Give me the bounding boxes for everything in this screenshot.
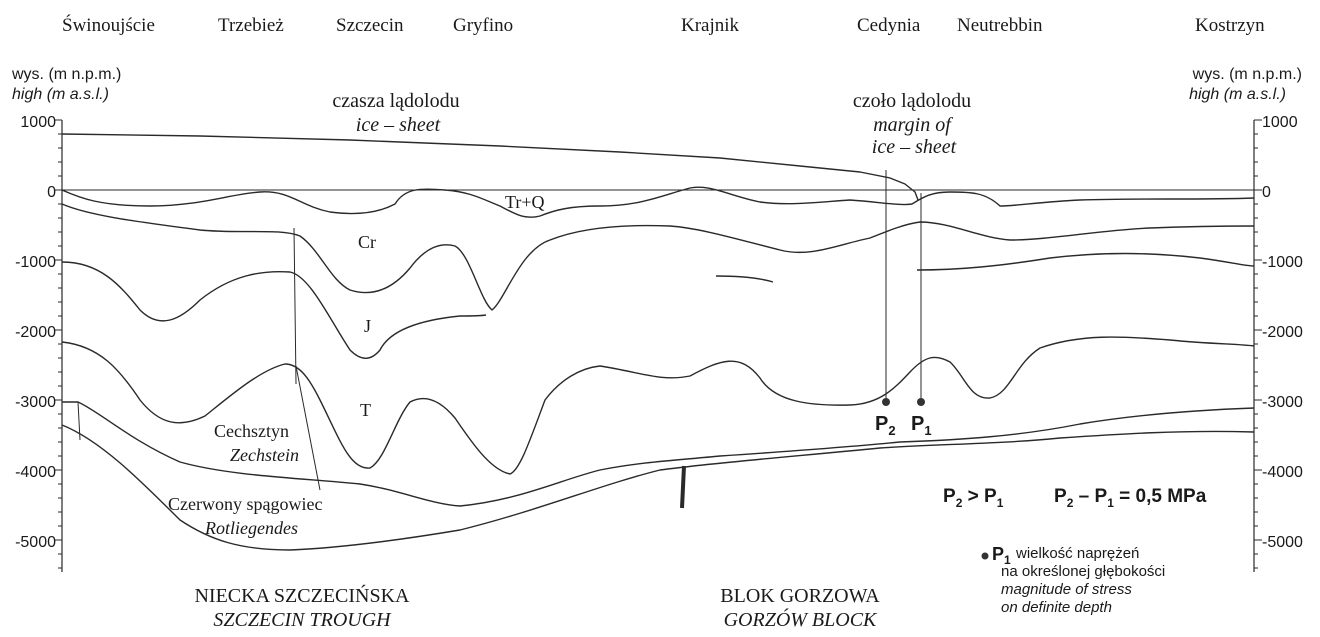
- tick-label-right-m2000: -2000: [1262, 324, 1303, 341]
- legend-text-en-2: on definite depth: [1001, 599, 1112, 616]
- tr-q-base-horizon: [62, 187, 1254, 217]
- tick-label-left-m5000: -5000: [15, 534, 56, 551]
- tick-label-left-0: 0: [47, 184, 56, 201]
- label-ice-sheet-en: ice – sheet: [356, 114, 441, 136]
- axis-left-label-pl: wys. (m n.p.m.): [11, 66, 121, 83]
- town-krajnik: Krajnik: [681, 15, 740, 36]
- tick-label-right-m3000: -3000: [1262, 394, 1303, 411]
- formula-difference: P2 – P1 = 0,5 MPa: [1054, 486, 1207, 510]
- formula-inequality: P2 > P1: [943, 486, 1004, 510]
- right-axis-ticks: [1254, 120, 1262, 568]
- town-neutrebbin: Neutrebbin: [957, 15, 1043, 36]
- label-zechstein-en: Zechstein: [230, 445, 299, 465]
- region-labels: NIECKA SZCZECIŃSKA SZCZECIN TROUGH BLOK …: [194, 584, 880, 631]
- stress-label-p1: P1: [911, 413, 932, 438]
- town-kostrzyn: Kostrzyn: [1195, 15, 1265, 36]
- tick-label-left-m2000: -2000: [15, 324, 56, 341]
- region-block-en: GORZÓW BLOCK: [724, 607, 878, 631]
- town-gryfino: Gryfino: [453, 15, 513, 36]
- town-swinoujscie: Świnoujście: [62, 14, 155, 36]
- fault-swinoujscie: [78, 402, 80, 440]
- label-rotliegendes-en: Rotliegendes: [204, 518, 298, 538]
- label-tr-q: Tr+Q: [505, 192, 545, 212]
- label-rotliegendes-pl: Czerwony spągowiec: [168, 494, 322, 514]
- tick-label-right-m4000: -4000: [1262, 464, 1303, 481]
- axis-right-title: wys. (m n.p.m.) high (m a.s.l.): [1189, 66, 1302, 103]
- label-ice-margin-en-2: ice – sheet: [872, 136, 957, 158]
- region-trough-en: SZCZECIN TROUGH: [213, 609, 392, 631]
- label-zechstein-pl: Cechsztyn: [214, 421, 289, 441]
- legend: P1 wielkość naprężeń na określonej głębo…: [982, 544, 1166, 616]
- layer-labels: Tr+Q Cr J T Cechsztyn Zechstein Czerwony…: [168, 192, 545, 538]
- town-szczecin: Szczecin: [336, 15, 404, 36]
- legend-text-en-1: magnitude of stress: [1001, 581, 1132, 598]
- j-base-horizon: [62, 262, 486, 358]
- right-axis-tick-labels: 1000 0 -1000 -2000 -3000 -4000 -5000: [1262, 114, 1303, 551]
- j-base-horizon-east: [917, 254, 1254, 271]
- ice-labels: czasza lądolodu ice – sheet czoło lądolo…: [332, 90, 971, 158]
- tick-label-right-m1000: -1000: [1262, 254, 1303, 271]
- tick-label-left-m3000: -3000: [15, 394, 56, 411]
- label-ice-margin-en-1: margin of: [873, 114, 953, 136]
- legend-text-pl-2: na określonej głębokości: [1001, 563, 1165, 580]
- axis-right-label-pl: wys. (m n.p.m.): [1192, 66, 1302, 83]
- tick-label-right-1000: 1000: [1262, 114, 1298, 131]
- tick-label-left-m1000: -1000: [15, 254, 56, 271]
- j-base-horizon-fragment: [716, 276, 773, 282]
- legend-dot: [982, 553, 989, 560]
- label-j: J: [364, 316, 371, 336]
- axis-left-label-en: high (m a.s.l.): [12, 86, 109, 103]
- axis-right-label-en: high (m a.s.l.): [1189, 86, 1286, 103]
- region-block-pl: BLOK GORZOWA: [720, 585, 880, 607]
- tick-label-left-m4000: -4000: [15, 464, 56, 481]
- legend-text-pl-1: wielkość naprężeń: [1015, 545, 1139, 562]
- town-cedynia: Cedynia: [857, 15, 921, 36]
- tick-label-right-m5000: -5000: [1262, 534, 1303, 551]
- town-labels: Świnoujście Trzebież Szczecin Gryfino Kr…: [62, 14, 1265, 36]
- tick-label-right-0: 0: [1262, 184, 1271, 201]
- region-trough-pl: NIECKA SZCZECIŃSKA: [194, 584, 410, 607]
- stress-dot-p1: [917, 398, 925, 406]
- left-axis-tick-labels: 1000 0 -1000 -2000 -3000 -4000 -5000: [15, 114, 56, 551]
- stress-point-p2: P2: [875, 398, 896, 438]
- cr-base-horizon: [62, 204, 1254, 310]
- tick-label-left-1000: 1000: [20, 114, 56, 131]
- label-ice-sheet-pl: czasza lądolodu: [332, 90, 459, 112]
- stress-dot-p2: [882, 398, 890, 406]
- gorzow-fault: [682, 466, 684, 508]
- stress-formula: P2 > P1 P2 – P1 = 0,5 MPa: [943, 486, 1207, 510]
- trzebiez-vertical: [294, 228, 296, 384]
- label-ice-margin-pl: czoło lądolodu: [853, 90, 971, 112]
- axis-left-title: wys. (m n.p.m.) high (m a.s.l.): [11, 66, 121, 103]
- stress-point-p1: P1: [911, 398, 932, 438]
- stress-label-p2: P2: [875, 413, 896, 438]
- trzebiez-fault: [296, 366, 320, 490]
- town-trzebiez: Trzebież: [218, 15, 284, 36]
- label-cr: Cr: [358, 232, 376, 252]
- label-t: T: [360, 400, 371, 420]
